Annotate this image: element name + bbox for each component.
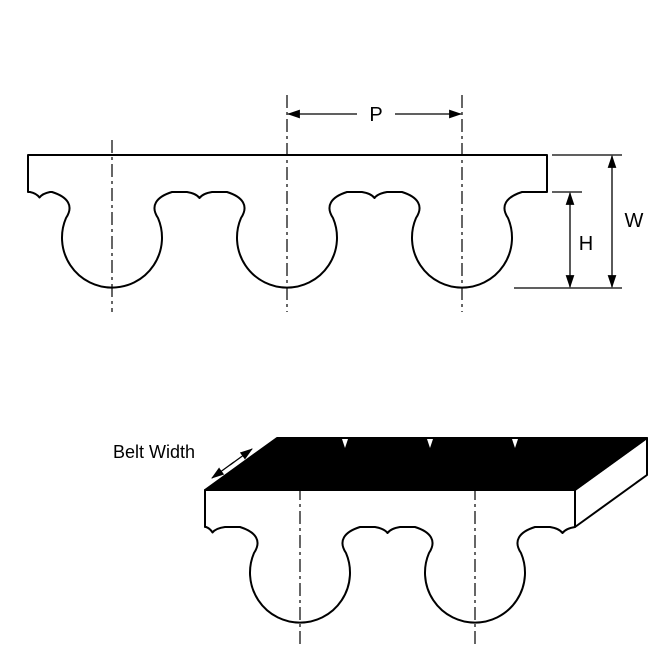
- top-face-notch-1: [342, 439, 348, 448]
- belt-width-arrow-tail: [211, 461, 235, 479]
- iso-front-face: [204, 489, 576, 624]
- belt-width-label: Belt Width: [113, 442, 195, 462]
- top-face-notch-3: [512, 439, 518, 448]
- cross-section-view: P W H: [27, 95, 644, 312]
- tooth-height-dimension: H: [552, 191, 593, 289]
- belt-width-annotation: Belt Width: [113, 442, 253, 479]
- pitch-dimension: P: [286, 104, 463, 126]
- iso-top-face: [204, 437, 648, 491]
- top-face-notch-2: [427, 439, 433, 448]
- overall-height-label: W: [625, 210, 644, 232]
- pitch-label: P: [369, 104, 382, 126]
- isometric-view: Belt Width: [113, 437, 648, 645]
- tooth-height-label: H: [579, 233, 593, 255]
